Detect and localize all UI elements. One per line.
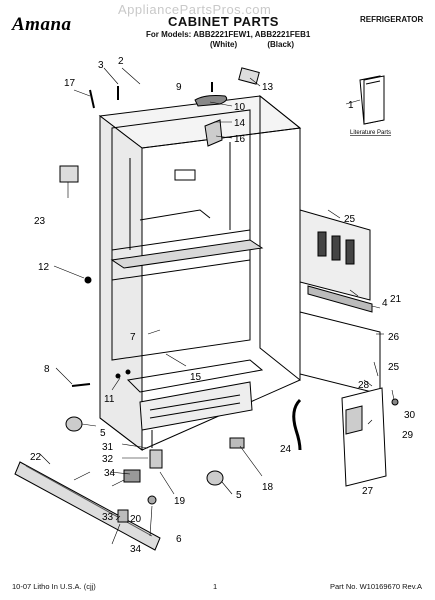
leader-lines bbox=[39, 67, 395, 545]
toe-grille-22 bbox=[14, 461, 161, 551]
strip-4 bbox=[307, 285, 373, 313]
callout-32: 32 bbox=[102, 454, 114, 465]
control-23 bbox=[59, 165, 79, 183]
roller-5-right bbox=[206, 470, 224, 486]
callout-23: 23 bbox=[34, 216, 46, 227]
callout-21: 21 bbox=[390, 294, 402, 305]
callout-14: 14 bbox=[234, 118, 246, 129]
clip-18 bbox=[229, 437, 245, 449]
callout-6: 6 bbox=[176, 534, 182, 545]
callout-30: 30 bbox=[404, 410, 416, 421]
cabinet-parts-diagram: Literature Parts bbox=[14, 56, 416, 555]
callout-5a: 5 bbox=[100, 428, 106, 439]
screw-17 bbox=[89, 89, 95, 109]
page-footer: 10-07 Litho In U.S.A. (cjj) 1 Part No. W… bbox=[0, 578, 435, 598]
callout-8: 8 bbox=[44, 364, 50, 375]
callout-5b: 5 bbox=[236, 490, 242, 501]
screw-11b bbox=[125, 369, 131, 375]
callout-9: 9 bbox=[176, 82, 182, 93]
callout-34a: 34 bbox=[104, 468, 116, 479]
callout-7: 7 bbox=[130, 332, 136, 343]
screw-11a bbox=[115, 373, 121, 379]
callout-3: 3 bbox=[98, 60, 104, 71]
callout-13: 13 bbox=[262, 82, 274, 93]
electrical-box-27 bbox=[341, 387, 399, 487]
callout-18: 18 bbox=[262, 482, 274, 493]
callout-12: 12 bbox=[38, 262, 50, 273]
brand-logo: Amana bbox=[12, 14, 72, 35]
print-info: 10-07 Litho In U.S.A. (cjj) bbox=[12, 582, 96, 591]
screw-8 bbox=[71, 383, 91, 387]
screw-12 bbox=[84, 276, 92, 284]
variant-white: (White) bbox=[210, 40, 238, 49]
callout-15: 15 bbox=[190, 372, 202, 383]
drain-tube-24 bbox=[292, 398, 302, 451]
callout-labels: 1 2 3 4 5 5 6 7 8 9 10 11 12 13 14 15 16… bbox=[30, 56, 416, 555]
callout-19: 19 bbox=[174, 496, 186, 507]
variant-black: (Black) bbox=[267, 40, 295, 49]
literature-parts-label: Literature Parts bbox=[350, 130, 391, 136]
callout-2: 2 bbox=[118, 56, 124, 67]
rear-panel-21 bbox=[299, 209, 371, 301]
literature-parts: Literature Parts bbox=[350, 75, 391, 136]
cabinet-body bbox=[98, 94, 302, 452]
plate-13 bbox=[238, 67, 260, 85]
page-header: Amana AppliancePartsPros.com CABINET PAR… bbox=[0, 0, 435, 52]
color-variants: (White) (Black) bbox=[210, 40, 322, 49]
callout-31: 31 bbox=[102, 442, 114, 453]
callout-27: 27 bbox=[362, 486, 374, 497]
callout-20: 20 bbox=[130, 514, 142, 525]
callout-16: 16 bbox=[234, 134, 246, 145]
callout-25a: 25 bbox=[344, 214, 356, 225]
callout-33: 33 bbox=[102, 512, 114, 523]
callout-1: 1 bbox=[348, 100, 354, 111]
callout-17: 17 bbox=[64, 78, 76, 89]
page-number: 1 bbox=[213, 582, 218, 591]
callout-34b: 34 bbox=[130, 544, 142, 555]
callout-22: 22 bbox=[30, 452, 42, 463]
callout-10: 10 bbox=[234, 102, 246, 113]
callout-24: 24 bbox=[280, 444, 292, 455]
watermark-text: AppliancePartsPros.com bbox=[118, 2, 272, 17]
callout-28: 28 bbox=[358, 380, 370, 391]
callout-29: 29 bbox=[402, 430, 414, 441]
page-title: CABINET PARTS bbox=[168, 14, 279, 29]
part-number: Part No. W10169670 Rev.A bbox=[330, 582, 422, 591]
callout-25b: 25 bbox=[388, 362, 400, 373]
appliance-category: REFRIGERATOR bbox=[360, 15, 424, 24]
callout-11: 11 bbox=[104, 394, 115, 405]
callout-26: 26 bbox=[388, 332, 400, 343]
roller-5-left bbox=[65, 416, 83, 432]
model-numbers: For Models: ABB2221FEW1, ABB2221FEB1 bbox=[146, 30, 311, 39]
leveler-assembly bbox=[117, 430, 163, 523]
callout-4: 4 bbox=[382, 298, 388, 309]
